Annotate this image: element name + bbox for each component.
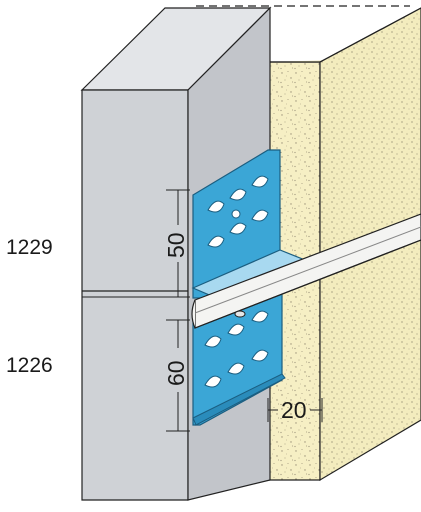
- lower-profile-label: 1226: [6, 354, 53, 377]
- joint-width-label: 20: [281, 397, 307, 423]
- dimension-lower: [166, 319, 190, 432]
- sealing-strip: [191, 213, 421, 329]
- lower-height-label: 60: [163, 360, 189, 386]
- upper-height-label: 50: [163, 232, 189, 258]
- dimension-upper: [166, 189, 190, 298]
- dimension-joint: [267, 398, 323, 422]
- upper-profile-label: 1229: [6, 236, 53, 259]
